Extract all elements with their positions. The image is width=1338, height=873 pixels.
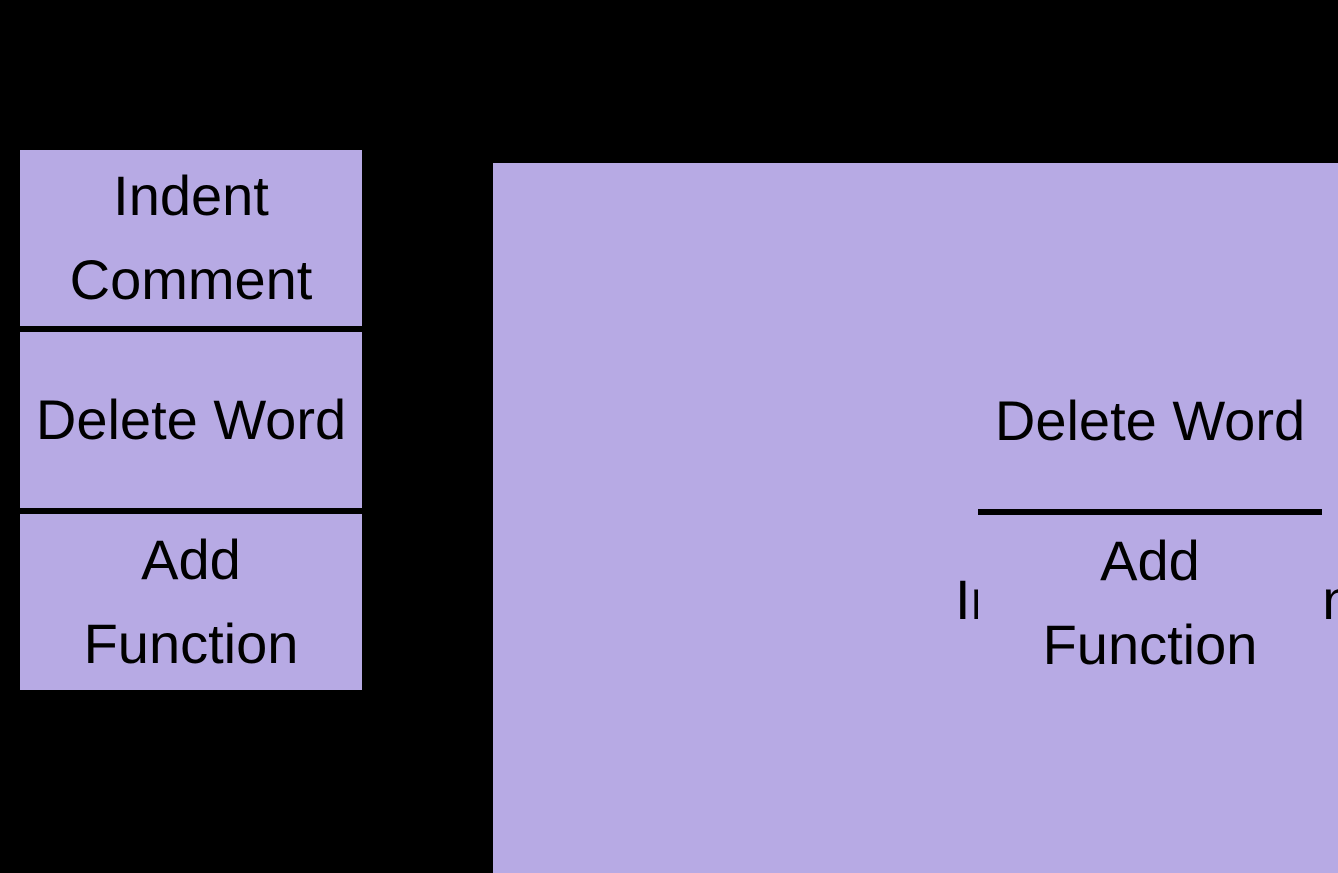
menu-item-add-function: Add Function bbox=[20, 514, 362, 690]
menu-item-indent-comment: Indent Comment bbox=[20, 150, 362, 326]
menu-before: Indent Comment Delete Word Add Function bbox=[20, 150, 362, 690]
menu-after: Delete Word Add Function bbox=[978, 333, 1322, 691]
menu-item-delete-word-after: Delete Word bbox=[978, 333, 1322, 509]
menu-item-add-function-after: Add Function bbox=[978, 515, 1322, 691]
menu-item-delete-word: Delete Word bbox=[20, 332, 362, 508]
